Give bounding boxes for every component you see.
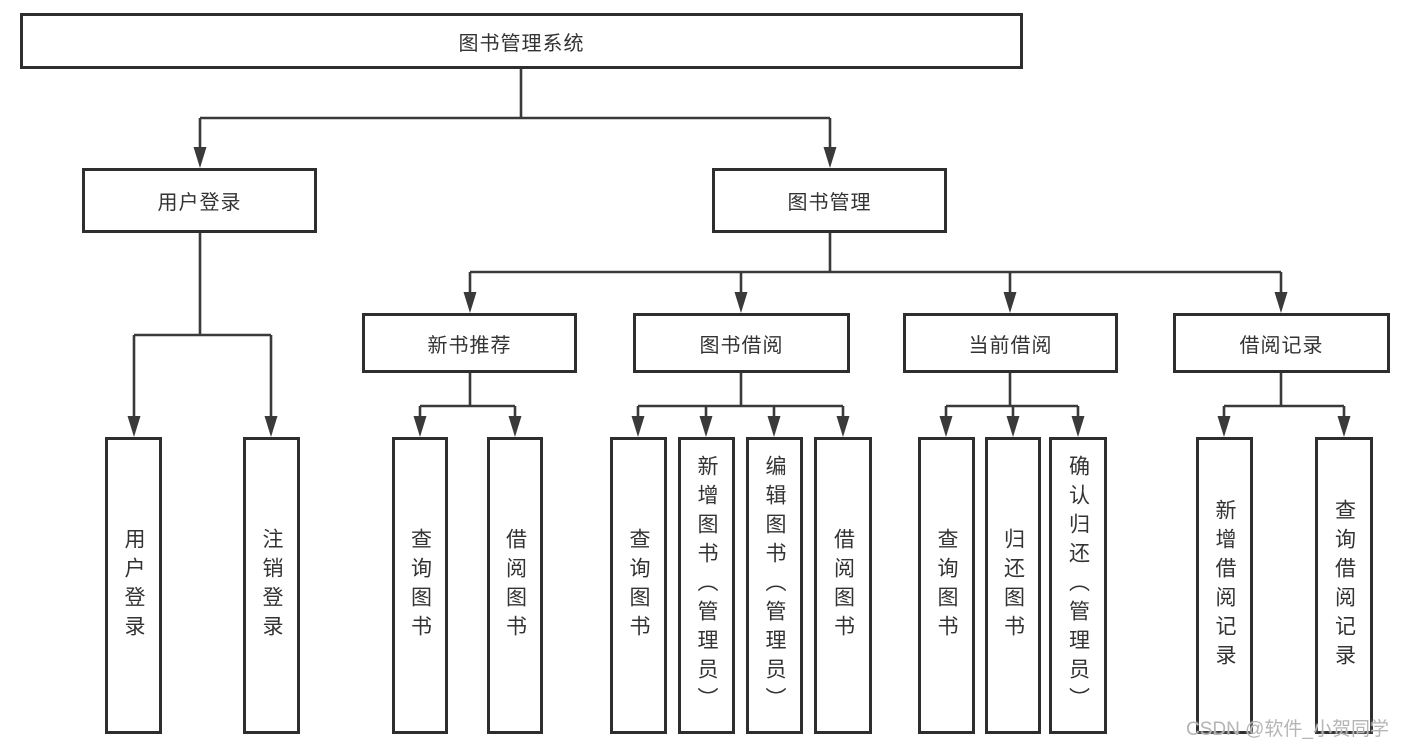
- node-label: 查询图书: [627, 527, 650, 644]
- node-library-management-system: 图书管理系统: [20, 13, 1023, 69]
- node-new-book-recommendation: 新书推荐: [362, 313, 577, 373]
- node-label: 查询图书: [408, 527, 432, 644]
- node-book-borrowing: 图书借阅: [633, 313, 850, 373]
- node-label: 图书管理: [787, 192, 872, 214]
- node-label: 查询借阅记录: [1332, 498, 1356, 673]
- node-query-borrow-record: 查询借阅记录: [1315, 437, 1373, 734]
- node-current-borrowing: 当前借阅: [903, 313, 1118, 373]
- node-query-books-1: 查询图书: [392, 437, 448, 734]
- node-query-books-2: 查询图书: [610, 437, 667, 734]
- node-borrow-books-2: 借阅图书: [814, 437, 872, 734]
- node-label: 编辑图书（管理员）: [763, 455, 786, 716]
- node-borrowing-records: 借阅记录: [1173, 313, 1390, 373]
- node-add-books-admin: 新增图书（管理员）: [678, 437, 735, 734]
- node-return-books: 归还图书: [985, 437, 1041, 734]
- node-label: 查询图书: [935, 527, 958, 644]
- node-add-borrow-record: 新增借阅记录: [1196, 437, 1253, 734]
- node-user-login: 用户登录: [82, 168, 317, 233]
- node-label: 注销登录: [260, 527, 283, 644]
- node-user-login-leaf: 用户登录: [105, 437, 162, 734]
- node-label: 新书推荐: [427, 334, 512, 357]
- node-label: 确认归还（管理员）: [1066, 455, 1090, 716]
- node-label: 用户登录: [157, 192, 242, 214]
- node-label: 归还图书: [1001, 527, 1025, 644]
- node-borrow-books-1: 借阅图书: [487, 437, 543, 734]
- node-confirm-return-admin: 确认归还（管理员）: [1049, 437, 1107, 734]
- node-label: 借阅记录: [1239, 334, 1324, 357]
- node-label: 当前借阅: [968, 334, 1053, 357]
- node-label: 图书借阅: [699, 334, 784, 357]
- node-book-management: 图书管理: [712, 168, 947, 233]
- watermark-text: CSDN @软件_小贺同学: [1186, 719, 1389, 740]
- node-label: 新增借阅记录: [1213, 498, 1236, 673]
- node-label: 新增图书（管理员）: [695, 455, 718, 716]
- node-label: 图书管理系统: [458, 32, 585, 55]
- node-label: 借阅图书: [503, 527, 527, 644]
- node-label: 借阅图书: [831, 527, 855, 644]
- node-edit-books-admin: 编辑图书（管理员）: [746, 437, 803, 734]
- node-label: 用户登录: [122, 527, 145, 644]
- node-logout: 注销登录: [243, 437, 300, 734]
- node-query-books-3: 查询图书: [918, 437, 975, 734]
